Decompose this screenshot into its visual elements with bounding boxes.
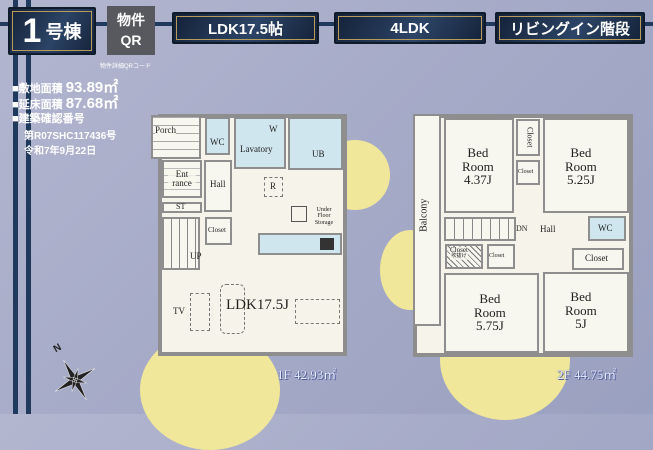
qr-label-1: 物件 [117, 12, 145, 28]
stairs-1f [162, 217, 200, 270]
wc-1f [205, 117, 230, 155]
hall-1f [204, 160, 232, 212]
qr-label-2: QR [120, 32, 142, 48]
closet-1f-label: Closet [208, 226, 226, 234]
land-area-label: ■敷地面積 [12, 83, 63, 95]
wc-1f-label: WC [210, 137, 225, 147]
floor-area-value: 87.68㎡ [65, 95, 119, 112]
permit-date: 令和7年9月22日 [24, 146, 97, 157]
shoe-storage-label: ST [176, 202, 186, 211]
floor-area-label: ■延床面積 [12, 99, 63, 111]
tag-layout: 4LDK [334, 12, 486, 44]
closet-2f-2-label: Closet [518, 169, 534, 175]
building-number: 1 [22, 11, 42, 50]
hall-1f-label: Hall [210, 179, 226, 189]
lavatory-label: Lavatory [240, 144, 273, 154]
closet-2f-5[interactable] [572, 248, 624, 270]
dining-table [295, 299, 340, 324]
closet-2f-4-label: Closet [489, 253, 505, 259]
closet-2f-1[interactable] [516, 119, 540, 156]
ldk-label: LDK17.5J [226, 297, 289, 313]
stairs-up-label: UP [190, 251, 202, 261]
compass-icon [54, 359, 96, 401]
hall-2f-label: Hall [540, 224, 556, 234]
unit-bath [288, 117, 343, 170]
porch [151, 115, 201, 159]
shoe-storage [162, 202, 202, 213]
wc-2f [588, 216, 626, 241]
sofa [220, 284, 245, 334]
refrigerator [264, 177, 283, 197]
entrance-label: Ent rance [168, 169, 196, 189]
closet-2f-1-label: Closet [525, 126, 535, 148]
stairs-2f [444, 217, 516, 241]
balcony-label: Balcony [418, 198, 430, 232]
bedroom-5-25 [543, 118, 629, 213]
bedroom-4-37 [444, 118, 514, 213]
tv-board [190, 293, 210, 331]
permit-number: 第R07SHC117436号 [24, 131, 117, 142]
tag-ldk: LDK17.5帖 [172, 12, 319, 44]
balcony [413, 114, 441, 326]
porch-label: Porch [155, 125, 176, 136]
bedroom-5 [543, 272, 629, 353]
tag-stairs: リビングイン階段 [495, 12, 645, 44]
building-suffix: 号棟 [45, 22, 82, 42]
qr-caption: 物件詳細QRコード [100, 64, 152, 70]
closet-2f-5-label: Closet [585, 253, 609, 263]
unit-bath-label: UB [312, 149, 325, 159]
decor-line [26, 0, 31, 414]
floor2-area: 2F 44.75㎡ [557, 367, 617, 382]
wc-2f-label: WC [598, 223, 613, 233]
building-number-badge: 1 号棟 [8, 7, 96, 55]
washer-label: W [269, 124, 278, 134]
tv-label: TV [173, 306, 185, 316]
compass-north-label: N [51, 341, 64, 356]
permit-label: ■建築確認番号 [12, 113, 85, 125]
decor-line [13, 0, 18, 414]
decor-line [0, 22, 653, 26]
qr-box[interactable]: 物件 QR [107, 6, 155, 55]
closet-2f-4[interactable] [487, 244, 515, 269]
floor1-area: 1F 42.93㎡ [277, 367, 337, 382]
closet-2f-2[interactable] [516, 160, 540, 185]
bedroom-5-75 [444, 273, 539, 353]
underfloor-hatch [291, 206, 307, 222]
land-area-value: 93.89㎡ [65, 79, 119, 96]
lavatory [234, 117, 286, 169]
refrigerator-label: R [270, 181, 277, 191]
closet-1f[interactable] [205, 217, 232, 245]
stove-icon [320, 238, 334, 250]
stairs-down-label: DN [516, 224, 528, 233]
storage-label: Under Floor Storage [314, 207, 334, 226]
